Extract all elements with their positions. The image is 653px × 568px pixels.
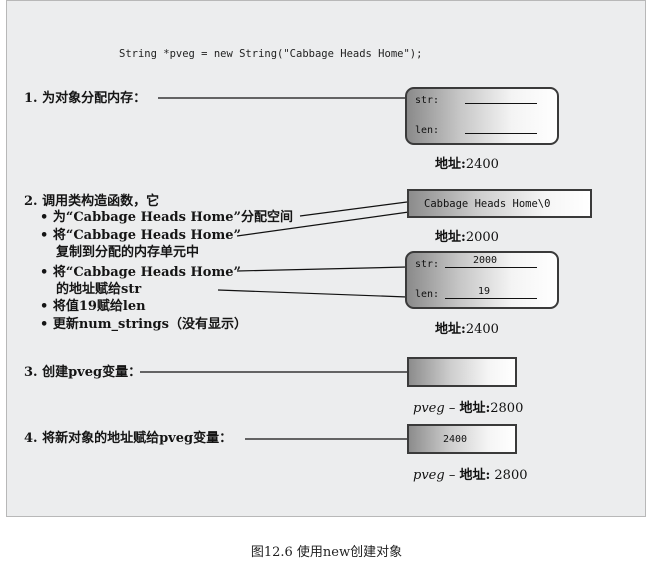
str-field-value: 2000 [473, 255, 498, 266]
address-label: 地址: [435, 322, 466, 337]
figure-caption: 图12.6 使用new创建对象 [250, 545, 403, 560]
connector-str [236, 266, 408, 272]
len-field-value: 19 [478, 286, 491, 297]
address-label: 地址: [435, 157, 466, 172]
address-label: 地址: [459, 401, 491, 416]
address-value: 2800 [490, 468, 528, 483]
pveg-value: 2400 [443, 434, 468, 445]
pveg-name: pveg [413, 468, 445, 483]
bullet-alloc-space: • 为“Cabbage Heads Home”分配空间 [40, 210, 293, 225]
object-box-empty: str: len: [405, 87, 559, 145]
len-field-underline [445, 298, 537, 299]
str-field-underline [445, 267, 537, 268]
address-label: 地址: [459, 468, 491, 483]
pveg-address-2: pveg – 地址: 2800 [413, 468, 528, 483]
connector-alloc [299, 201, 408, 217]
str-field-blank [465, 103, 537, 104]
address-value: 2400 [465, 157, 499, 172]
address-value: 2400 [465, 322, 499, 337]
pveg-address-1: pveg – 地址:2800 [413, 401, 524, 416]
pveg-box-filled: 2400 [407, 424, 517, 454]
step1-label: 1. 为对象分配内存： [24, 91, 147, 106]
step4-label: 4. 将新对象的地址赋给pveg变量： [24, 431, 233, 446]
object-address-1: 地址:2400 [435, 153, 499, 172]
object-address-2: 地址:2400 [435, 318, 499, 337]
object-box-filled: str: 2000 len: 19 [405, 251, 559, 309]
len-field-blank [465, 133, 537, 134]
bullet-copy-string-cont: 复制到分配的内存单元中 [56, 245, 200, 260]
address-value: 2800 [490, 401, 524, 416]
len-field-label: len: [415, 289, 440, 300]
string-address: 地址:2000 [435, 226, 499, 245]
address-value: 2000 [465, 230, 499, 245]
step3-label: 3. 创建pveg变量： [24, 365, 142, 380]
bullet-assign-str-cont: 的地址赋给str [56, 282, 142, 297]
bullet-copy-string: • 将“Cabbage Heads Home” [40, 228, 241, 243]
len-field-label: len: [415, 125, 440, 136]
bullet-assign-str: • 将“Cabbage Heads Home” [40, 265, 241, 280]
bullet-assign-len: • 将值19赋给len [40, 299, 146, 314]
str-field-label: str: [415, 95, 440, 106]
str-field-label: str: [415, 259, 440, 270]
address-label: 地址: [435, 230, 466, 245]
bullet-update-count: • 更新num_strings（没有显示） [40, 317, 247, 332]
pveg-name: pveg [413, 401, 445, 416]
code-line: String *pveg = new String("Cabbage Heads… [119, 48, 423, 60]
connector-copy [236, 210, 417, 237]
string-content: Cabbage Heads Home\0 [424, 198, 551, 210]
string-memory-box: Cabbage Heads Home\0 [407, 189, 592, 218]
step2-label: 2. 调用类构造函数，它 [24, 194, 160, 209]
connector-len [217, 289, 408, 298]
pveg-box-empty [407, 357, 517, 387]
